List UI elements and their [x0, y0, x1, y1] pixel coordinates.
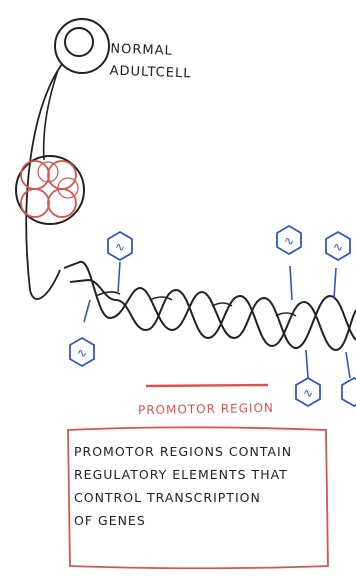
promoter-region-title: PROMOTOR REGION: [138, 401, 274, 417]
marker-4: ∿: [326, 232, 350, 298]
marker-4-symbol: ∿: [333, 240, 343, 254]
marker-3: ∿: [277, 226, 301, 300]
cell-label: NORMAL ADULTCELL: [109, 39, 192, 86]
marker-1-symbol: ∿: [115, 240, 125, 254]
marker-2-symbol: ∿: [77, 346, 87, 360]
promoter-note-text: PROMOTOR REGIONS CONTAIN REGULATORY ELEM…: [74, 440, 330, 532]
normal-adult-cell: [55, 19, 109, 73]
marker-1: ∿: [108, 232, 132, 292]
marker-5-symbol: ∿: [303, 386, 313, 400]
marker-2: ∿: [70, 300, 94, 366]
dna-helix: [64, 262, 356, 350]
marker-6: [342, 352, 356, 406]
helix-strand-a: [64, 262, 356, 348]
helix-strand-b: [70, 280, 356, 350]
marker-5: ∿: [296, 350, 320, 406]
chromosome-nucleus: [16, 156, 84, 224]
marker-3-symbol: ∿: [284, 234, 294, 248]
region-underline: [146, 385, 268, 386]
